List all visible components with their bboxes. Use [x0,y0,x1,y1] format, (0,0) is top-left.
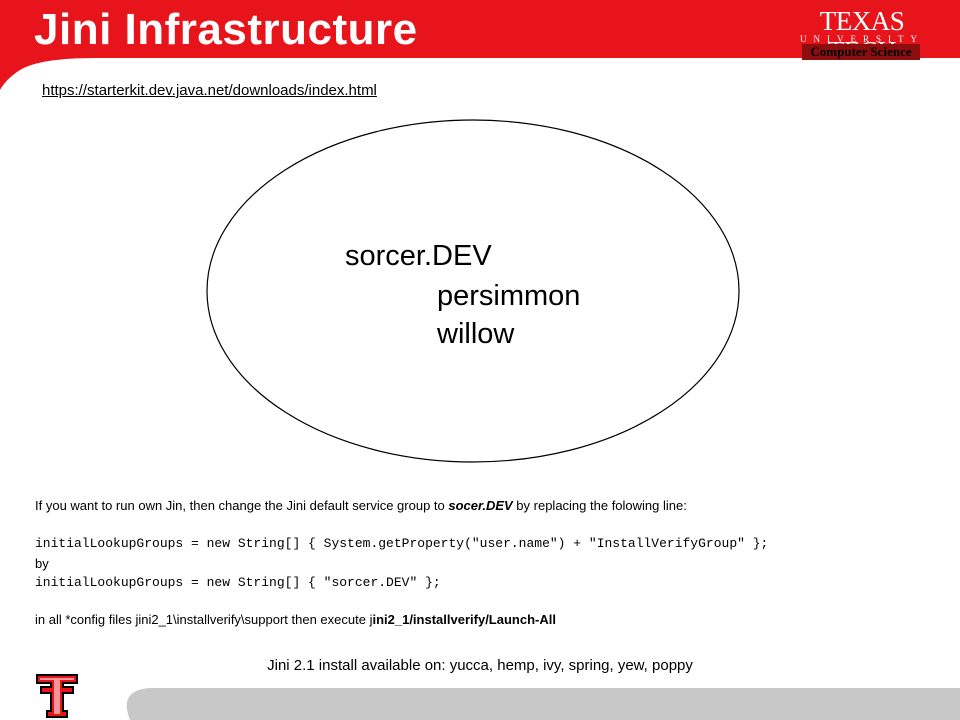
download-link[interactable]: https://starterkit.dev.java.net/download… [42,82,377,99]
final-instruction: in all *config files jini2_1\installveri… [35,612,935,628]
instruction-group-name: socer.DEV [448,498,513,513]
availability-text: Jini 2.1 install available on: yucca, he… [267,657,693,674]
code-replacement-line: initialLookupGroups = new String[] { "so… [35,575,441,590]
by-label: by [35,556,49,571]
footer-band [126,688,960,720]
texas-tech-cs-logo: TEXAS TECH UNIVERSITY Computer Science [784,6,940,66]
launch-command: ini2_1/installverify/Launch-All [372,612,556,627]
instruction-prefix: If you want to run own Jin, then change … [35,498,449,513]
logo-line-2: UNIVERSITY [800,34,924,44]
instruction-text: If you want to run own Jin, then change … [35,498,935,514]
final-prefix: in all *config files jini2_1\installveri… [35,612,373,627]
instruction-suffix: by replacing the folowing line: [512,498,687,513]
group-ellipse [206,119,740,463]
group-name: willow [437,318,515,350]
code-original-line: initialLookupGroups = new String[] { Sys… [35,536,769,551]
group-name: persimmon [437,280,581,312]
group-name: sorcer.DEV [345,240,492,272]
logo-line-3: Computer Science [802,44,920,60]
header-band [0,0,960,90]
double-t-logo-icon [36,674,78,718]
slide-title: Jini Infrastructure [34,5,418,54]
